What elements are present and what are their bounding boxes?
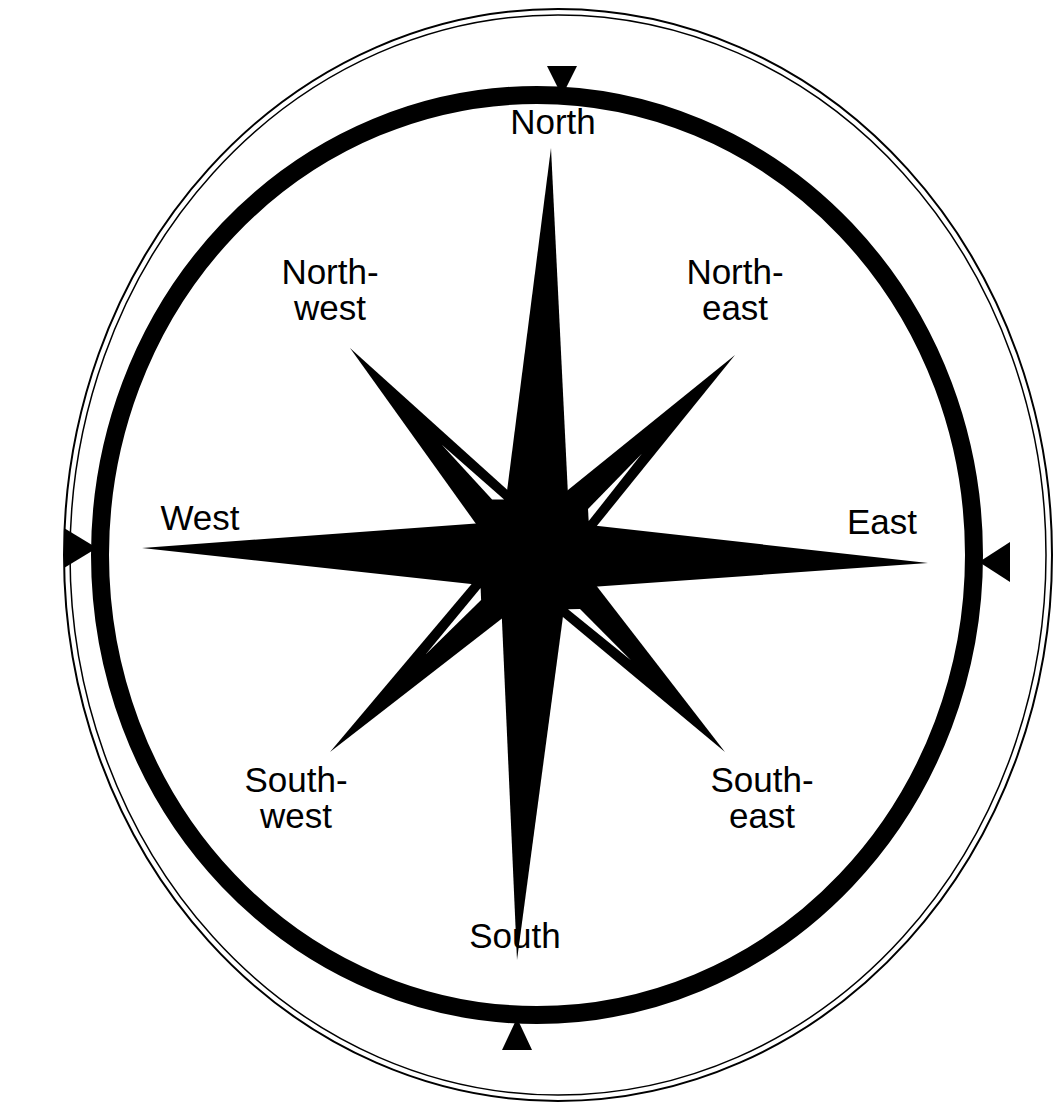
star-arms — [142, 148, 928, 960]
west-label: West — [160, 500, 239, 536]
arm-slit — [588, 454, 642, 521]
south-label: South — [469, 918, 560, 954]
bezel-ring — [100, 95, 974, 1015]
north-marker — [547, 66, 577, 96]
outer-ring — [70, 15, 1046, 1095]
east-marker — [979, 542, 1010, 582]
arm-slit — [568, 609, 631, 660]
arm-slit — [426, 588, 482, 655]
outer-ring — [64, 9, 1052, 1101]
south-marker — [502, 1018, 532, 1050]
west-marker — [64, 528, 97, 568]
southwest-label: South- west — [244, 762, 347, 834]
northeast-label: North- east — [686, 254, 783, 326]
arm-slit — [442, 445, 504, 500]
north-label: North — [510, 104, 596, 140]
southeast-label: South- east — [710, 762, 813, 834]
east-label: East — [847, 504, 917, 540]
star-hub — [483, 503, 587, 607]
northwest-label: North- west — [281, 254, 378, 326]
